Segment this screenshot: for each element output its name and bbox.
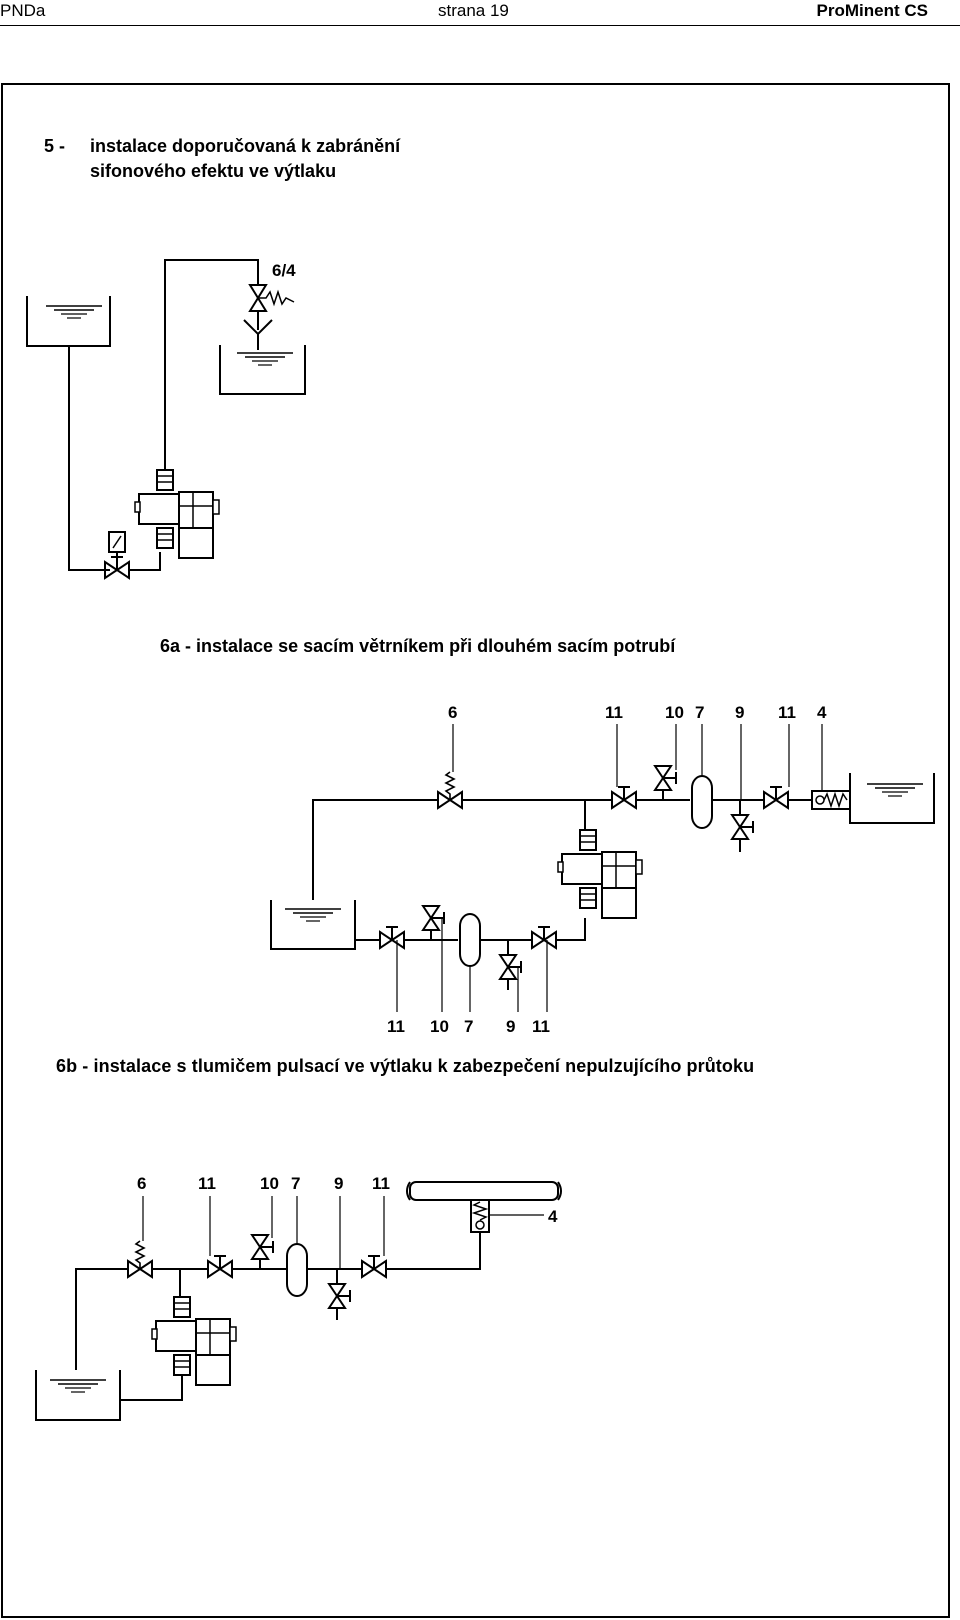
section5-number: 5 - (44, 136, 66, 156)
diagram-section6b: 4 6 11 10 7 9 11 (35, 1174, 562, 1421)
section5-title-line1: instalace doporučovaná k zabránění (90, 136, 401, 156)
page-frame (1, 83, 950, 1618)
section6a-top-label: 11 (605, 703, 623, 722)
section5-title-line2: sifonového efektu ve výtlaku (90, 161, 337, 181)
header-page-number: strana 19 (438, 1, 509, 20)
diagram-section5: 6/4 (26, 259, 306, 579)
section6b-top-label: 7 (291, 1174, 300, 1193)
section5-label-valve: 6/4 (272, 261, 296, 280)
section6a-bottom-label: 11 (387, 1017, 405, 1036)
section6a-bottom-label: 10 (430, 1017, 449, 1036)
section6a-bottom-label: 7 (464, 1017, 473, 1036)
header-brand: ProMinent CS (816, 1, 928, 20)
section6b-side-label: 4 (548, 1207, 558, 1226)
section6a-caption: 6a - instalace se sacím větrníkem při dl… (160, 636, 676, 656)
section6b-top-label: 9 (334, 1174, 343, 1193)
section6b-top-label: 6 (137, 1174, 146, 1193)
section6a-bottom-label: 9 (506, 1017, 515, 1036)
section6a-top-label: 4 (817, 703, 827, 722)
section6a-top-label: 7 (695, 703, 704, 722)
section6b-caption: 6b - instalace s tlumičem pulsací ve výt… (56, 1056, 755, 1076)
header-rule (0, 25, 960, 26)
section6b-top-label: 11 (198, 1174, 216, 1193)
section6a-top-label: 11 (778, 703, 796, 722)
section6a-top-label: 6 (448, 703, 457, 722)
header-left: PNDa (0, 1, 46, 20)
section6a-bottom-label: 11 (532, 1017, 550, 1036)
section6b-top-label: 10 (260, 1174, 279, 1193)
section6a-top-label: 9 (735, 703, 744, 722)
section6a-top-label: 10 (665, 703, 684, 722)
section6b-top-label: 11 (372, 1174, 390, 1193)
diagram-section6a: 6 11 10 7 9 11 4 11 10 7 9 11 (270, 703, 935, 1036)
